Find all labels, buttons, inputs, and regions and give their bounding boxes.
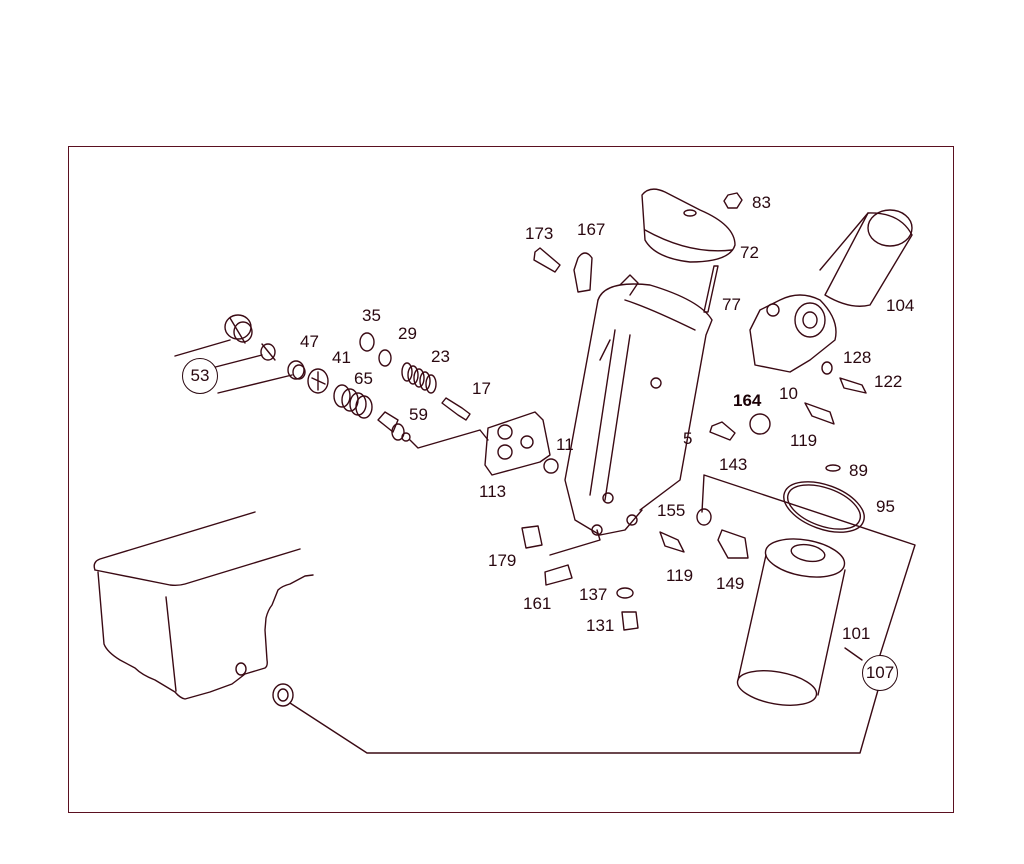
part-128-washer (821, 361, 833, 375)
part-35-ring (359, 332, 375, 352)
group-callout-107: 107 (862, 655, 898, 691)
part-label-35: 35 (362, 306, 381, 325)
part-label-173: 173 (525, 224, 554, 243)
part-label-131: 131 (586, 616, 615, 635)
part-77-stud (703, 265, 719, 313)
part-label-161: 161 (523, 594, 552, 613)
part-label-10: 10 (779, 384, 798, 403)
part-label-95: 95 (876, 497, 895, 516)
part-label-119-lower: 119 (666, 566, 694, 585)
part-17-pin (441, 397, 471, 421)
leader-line-161 (549, 529, 601, 556)
part-72-cover (641, 188, 736, 263)
part-83-nut (723, 192, 743, 209)
group-callout-107-text: 107 (865, 663, 895, 682)
part-label-59: 59 (409, 405, 428, 424)
part-label-164: 164 (733, 391, 762, 410)
leader-line-107-seal (289, 689, 879, 754)
part-11-bushing (543, 458, 559, 474)
part-179-clip (521, 525, 543, 549)
part-label-72: 72 (740, 243, 759, 262)
part-label-119-upper: 119 (790, 431, 818, 450)
part-65-spring (333, 384, 373, 419)
part-5-housing (564, 274, 713, 536)
part-label-11: 11 (556, 435, 574, 454)
part-119-bolt (804, 402, 835, 425)
part-label-101: 101 (842, 624, 871, 643)
part-41-disc (307, 368, 329, 394)
part-label-167: 167 (577, 220, 606, 239)
part-label-113: 113 (479, 482, 507, 501)
part-101-filter-element (736, 538, 846, 706)
part-113-gasket (484, 411, 551, 476)
part-label-83: 83 (752, 193, 771, 212)
part-122-bolt (839, 377, 867, 394)
diagram-frame (68, 146, 954, 813)
leader-line-101 (844, 647, 863, 661)
part-label-143: 143 (719, 455, 748, 474)
part-95-seal-ring (783, 481, 865, 533)
part-label-29: 29 (398, 324, 417, 343)
group-callout-53-text: 53 (190, 366, 210, 385)
part-173-bolt (533, 247, 561, 273)
part-104-filter (819, 209, 913, 307)
drain-seal-drawing (272, 683, 294, 707)
part-29-washer (378, 349, 392, 367)
part-label-47: 47 (300, 332, 319, 351)
part-label-89: 89 (849, 461, 868, 480)
part-149-sensor (717, 529, 749, 559)
oil-pan-drawing (93, 511, 314, 700)
part-89-oring (825, 464, 841, 472)
part-label-149: 149 (716, 574, 745, 593)
part-label-104: 104 (886, 296, 915, 315)
part-label-179: 179 (488, 551, 517, 570)
part-167-clip (573, 252, 593, 293)
part-143-bracket (709, 421, 736, 441)
part-label-137: 137 (579, 585, 608, 604)
leader-line-107-top (701, 474, 916, 656)
part-label-155: 155 (657, 501, 686, 520)
part-label-65: 65 (354, 369, 373, 388)
part-23-spring (401, 362, 437, 394)
part-164-clamp (749, 413, 771, 435)
part-label-122: 122 (874, 372, 903, 391)
part-137-washer (616, 587, 634, 599)
oil-filter-adapter (749, 294, 837, 373)
part-label-17: 17 (472, 379, 491, 398)
part-155-seal (696, 508, 712, 526)
part-label-5: 5 (683, 429, 693, 448)
part-label-77: 77 (722, 295, 741, 314)
part-53-group (174, 314, 306, 394)
part-131-plug (621, 611, 639, 631)
part-119-bolt-lower (659, 531, 685, 553)
part-label-23: 23 (431, 347, 450, 366)
group-callout-53: 53 (182, 358, 218, 394)
part-59-piston (377, 411, 489, 449)
part-161-plate (544, 564, 573, 586)
part-label-128: 128 (843, 348, 872, 367)
part-label-41: 41 (332, 348, 351, 367)
